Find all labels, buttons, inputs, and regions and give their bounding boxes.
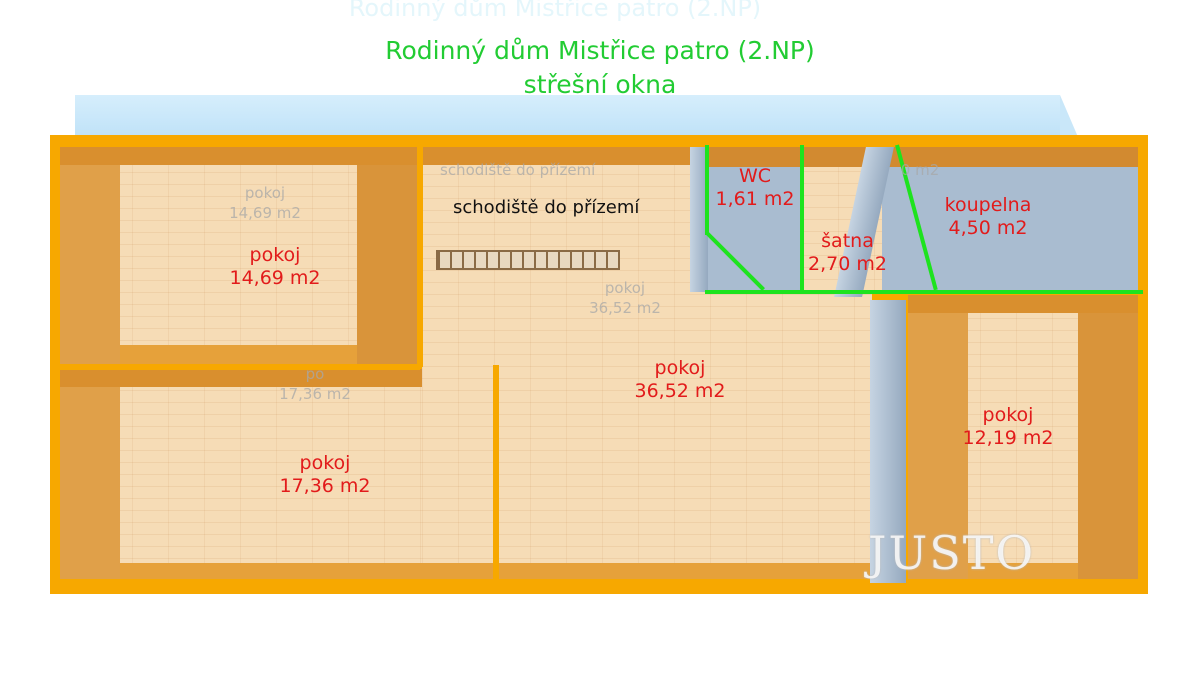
partition-line xyxy=(800,145,804,292)
watermark-logo: JUSTO xyxy=(868,526,1036,580)
wall xyxy=(417,145,423,367)
ghost-label: schodiště do přízemí xyxy=(440,161,596,179)
floor-plan xyxy=(50,135,1148,594)
title-line-2: střešní okna xyxy=(523,70,677,99)
plan-title: Rodinný dům Mistřice patro (2.NP) střešn… xyxy=(0,34,1200,102)
partition-line xyxy=(705,290,1143,294)
wall xyxy=(60,579,1140,585)
roof-band xyxy=(75,95,1078,137)
staircase xyxy=(436,250,620,270)
room-pokoj-2 xyxy=(60,369,493,583)
room-wc xyxy=(705,147,800,292)
partition-wall xyxy=(870,300,906,583)
room-pokoj-1 xyxy=(60,147,417,365)
wall xyxy=(60,364,420,370)
ghost-label: 0 m2 xyxy=(900,161,940,179)
partition-line xyxy=(705,145,709,235)
title-line-1: Rodinný dům Mistřice patro (2.NP) xyxy=(385,36,815,65)
room-koupelna xyxy=(882,147,1138,292)
stairs-label: schodiště do přízemí xyxy=(453,197,640,218)
wall xyxy=(493,365,499,583)
room-pokoj-4 xyxy=(908,295,1138,583)
ghost-title: Rodinný dům Mistřice patro (2.NP) xyxy=(348,0,762,22)
partition-wall xyxy=(690,147,708,292)
